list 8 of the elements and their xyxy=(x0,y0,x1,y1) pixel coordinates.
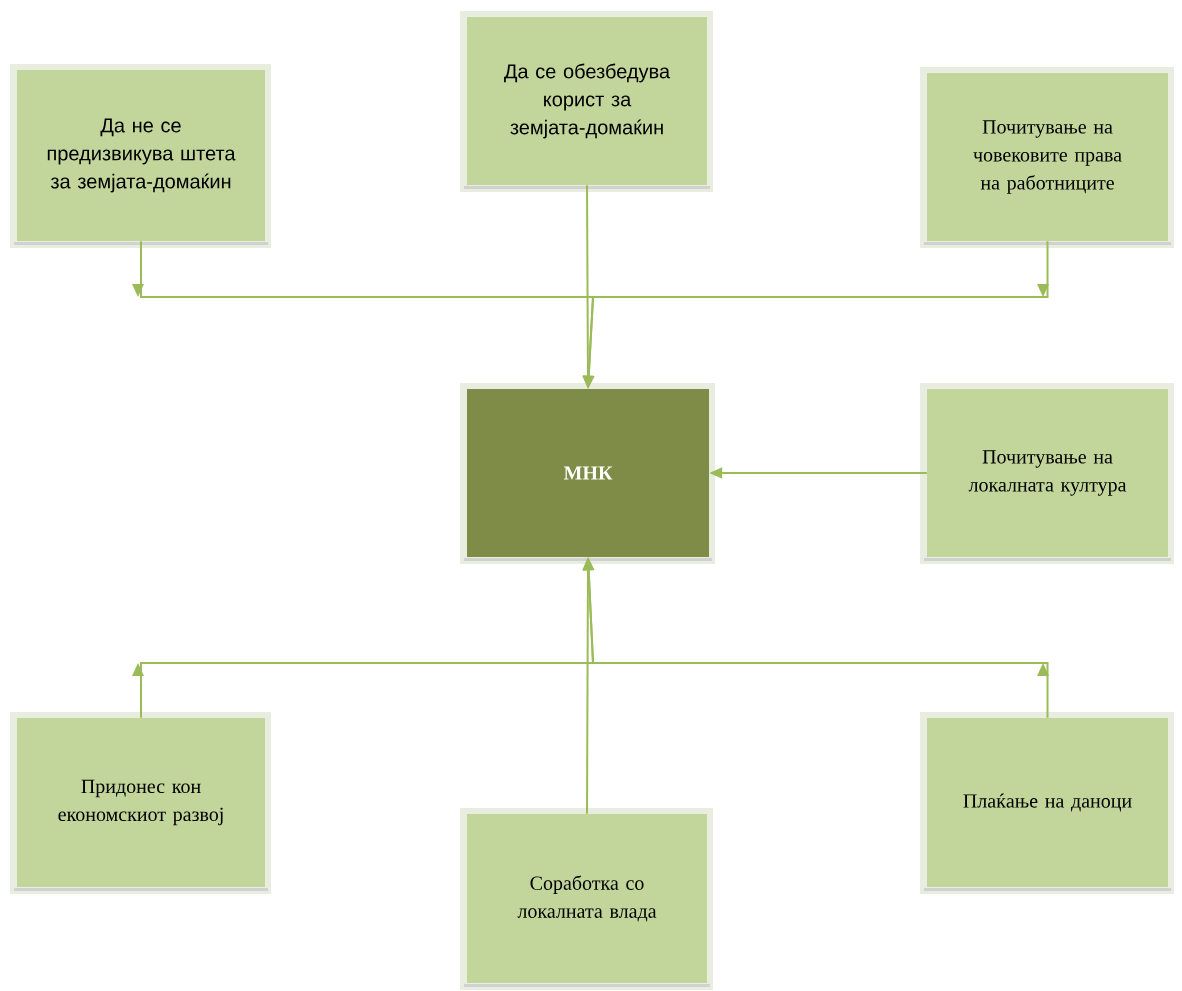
text-box: Плаќање на даноци xyxy=(920,712,1174,894)
text-box: Соработка со локалната влада xyxy=(460,808,713,990)
text-box: Почитување на човековите права на работниците xyxy=(920,67,1174,248)
text-box: Да се обезбедува корист за земјата-домаќин xyxy=(460,11,713,192)
text-box: Придонес кон економскиот развој xyxy=(10,712,271,894)
text-box: Почитување на локалната култура xyxy=(920,383,1174,564)
text-box: Да не се предизвикува штета за земјата-домаќин xyxy=(10,64,271,248)
main-box: МНК xyxy=(460,383,715,564)
